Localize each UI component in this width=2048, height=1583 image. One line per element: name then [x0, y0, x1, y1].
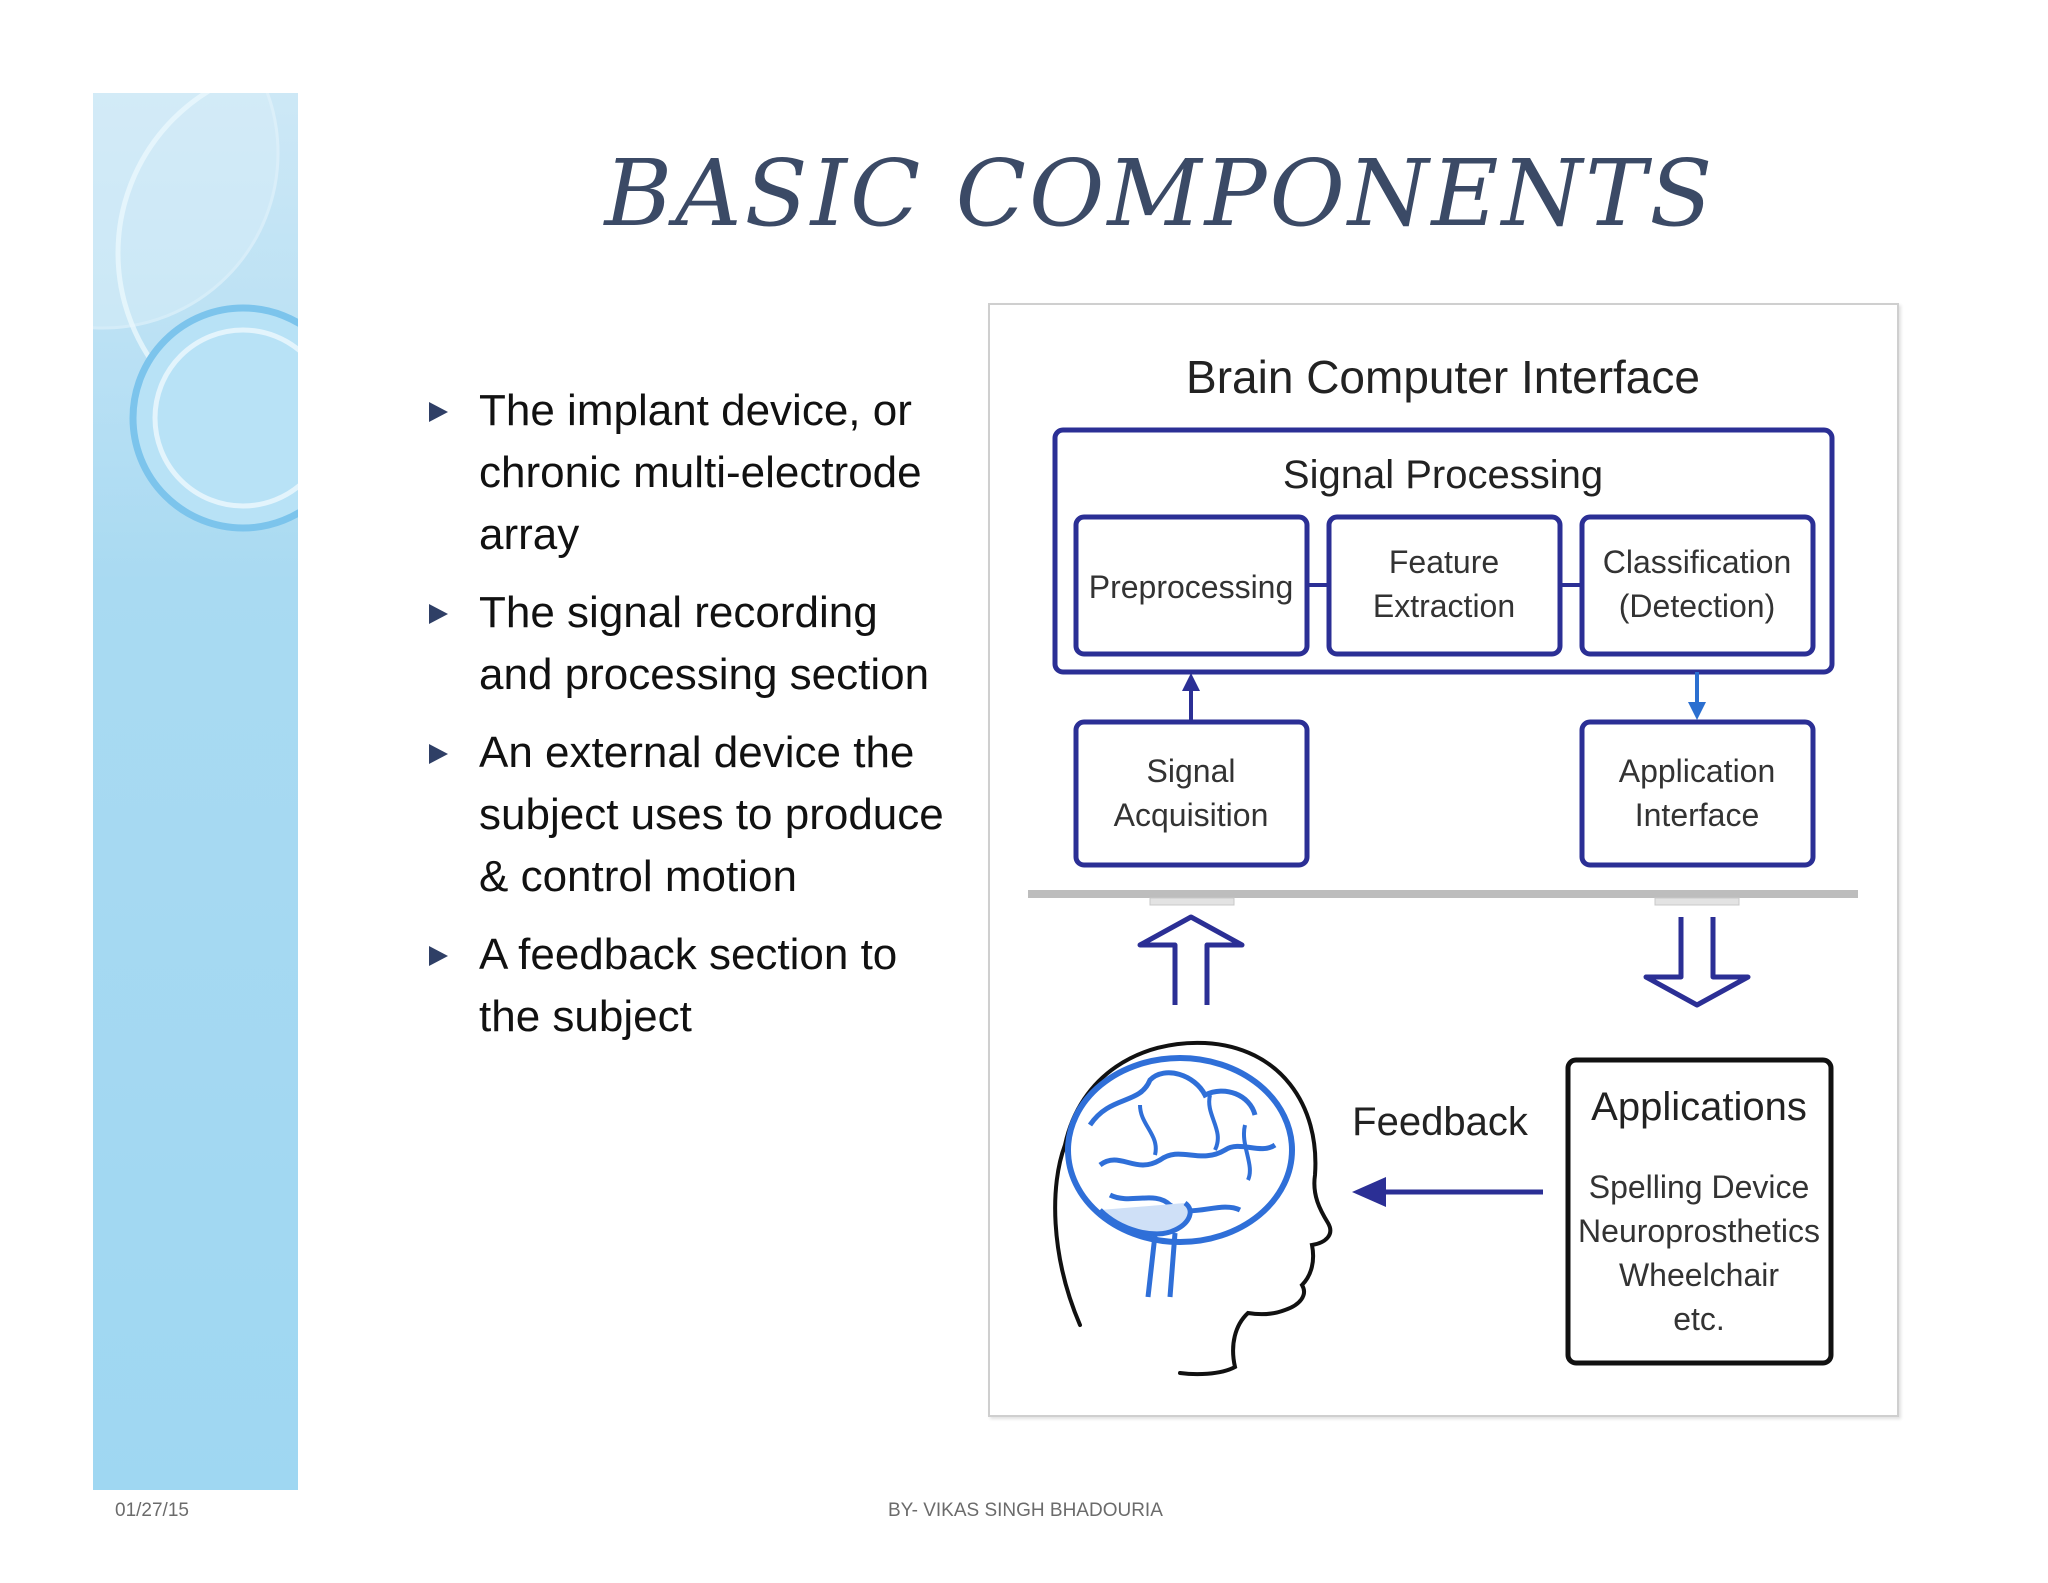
application-interface-label-line2: Interface [1635, 797, 1760, 833]
signal-processing-label: Signal Processing [1283, 453, 1603, 497]
application-interface-box [1579, 719, 1816, 868]
interface-port-left [1149, 897, 1235, 906]
interface-bar [1028, 890, 1858, 898]
diagram-title: Brain Computer Interface [1186, 351, 1700, 403]
bullet-text: A feedback section to the subject [479, 930, 898, 1041]
interface-port-right [1654, 897, 1740, 906]
bullet-item: The implant device, or chronic multi-ele… [425, 380, 955, 566]
application-interface-label-line1: Application [1619, 753, 1776, 789]
footer-author: BY- VIKAS SINGH BHADOURIA [888, 1500, 1163, 1521]
hollow-up-arrow-icon [1137, 914, 1245, 1005]
applications-item: Spelling Device [1589, 1169, 1810, 1205]
decorative-side-band [93, 93, 298, 1490]
feedback-label: Feedback [1352, 1100, 1529, 1144]
bullet-item: An external device the subject uses to p… [425, 722, 955, 908]
applications-box [1565, 1057, 1834, 1366]
bullet-text: An external device the subject uses to p… [479, 728, 944, 901]
bullet-item: The signal recording and processing sect… [425, 582, 955, 706]
bci-diagram-svg: Brain Computer Interface Signal Processi… [1028, 351, 1858, 1377]
bullet-arrow-icon [429, 402, 448, 422]
applications-item: etc. [1673, 1301, 1725, 1337]
hollow-down-arrow-icon [1643, 917, 1751, 1008]
bullet-arrow-icon [429, 946, 448, 966]
decorative-circles [93, 93, 298, 532]
applications-item: Wheelchair [1619, 1257, 1779, 1293]
preprocessing-label: Preprocessing [1089, 569, 1294, 605]
feature-extraction-label-line2: Extraction [1373, 588, 1515, 624]
classification-box [1579, 514, 1816, 657]
feature-extraction-label-line1: Feature [1389, 544, 1499, 580]
signal-acquisition-label-line1: Signal [1147, 753, 1236, 789]
bullet-list: The implant device, or chronic multi-ele… [425, 380, 955, 1064]
bullet-arrow-icon [429, 744, 448, 764]
feedback-arrow-icon [1352, 1177, 1386, 1207]
bullet-text: The signal recording and processing sect… [479, 588, 930, 699]
feature-extraction-box [1326, 514, 1563, 657]
signal-processing-box [1052, 427, 1835, 675]
applications-title: Applications [1591, 1085, 1807, 1129]
arrow-down-icon [1688, 702, 1706, 720]
classification-label-line1: Classification [1603, 544, 1792, 580]
bullet-item: A feedback section to the subject [425, 924, 955, 1048]
applications-item: Neuroprosthetics [1578, 1213, 1820, 1249]
footer-date: 01/27/15 [115, 1500, 189, 1521]
arrow-up-icon [1182, 673, 1200, 691]
classification-label-line2: (Detection) [1619, 588, 1776, 624]
slide-title: BASIC COMPONENTS [604, 140, 1716, 247]
bullet-text: The implant device, or chronic multi-ele… [479, 386, 922, 559]
head-brain-icon [1053, 1040, 1333, 1377]
signal-acquisition-box [1073, 719, 1310, 868]
bci-diagram: Brain Computer Interface Signal Processi… [988, 303, 1899, 1417]
signal-acquisition-label-line2: Acquisition [1114, 797, 1269, 833]
bullet-arrow-icon [429, 604, 448, 624]
